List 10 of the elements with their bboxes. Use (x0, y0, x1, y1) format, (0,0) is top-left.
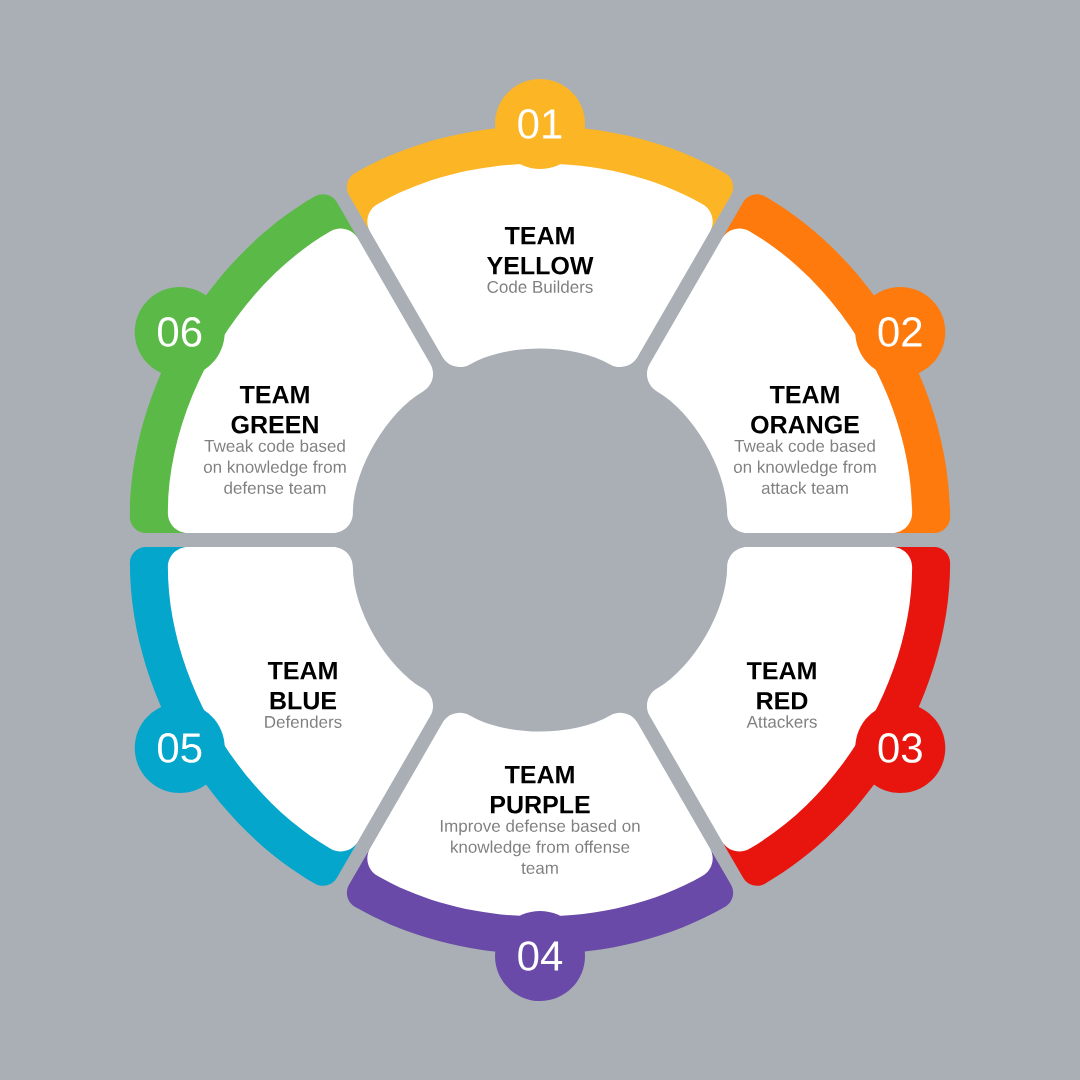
node-label: Improve defense based on knowledge from offense team (440, 819, 640, 874)
node-label: Code Builders (487, 280, 593, 293)
number-badge: 05 (134, 703, 225, 793)
number-badge: 06 (134, 287, 225, 377)
number-badge: 01 (495, 79, 585, 169)
node-label: TEAM YELLOW (486, 227, 594, 275)
number-badge: 02 (855, 287, 946, 377)
node-label: TEAM PURPLE (490, 766, 590, 814)
number-badge: 03 (855, 703, 946, 793)
number-badge: 04 (495, 911, 585, 1001)
